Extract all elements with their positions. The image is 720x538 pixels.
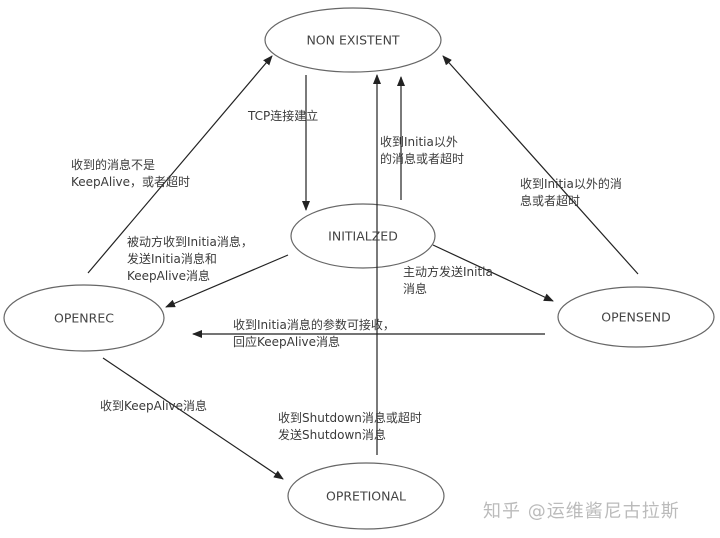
- label-opensend-to-none: 收到Initia以外的消 息或者超时: [520, 177, 622, 208]
- label-openrec-to-opretional: 收到KeepAlive消息: [100, 399, 208, 413]
- state-initialized: INITIALZED: [328, 228, 398, 244]
- label-openrec-to-none: 收到的消息不是 KeepAlive，或者超时: [71, 158, 191, 189]
- arrow-init-to-opensend: [432, 244, 554, 302]
- state-opretional-shape: [287, 462, 445, 530]
- state-openrec-shape: [3, 284, 165, 352]
- state-opensend-shape: [557, 286, 715, 348]
- state-opensend: OPENSEND: [601, 309, 671, 325]
- arrow-opensend-to-none: [442, 55, 639, 275]
- state-non-existent: NON EXISTENT: [306, 32, 400, 48]
- label-init-to-none: 收到Initia以外 的消息或者超时: [380, 135, 465, 166]
- label-tcp: TCP连接建立: [248, 109, 319, 123]
- label-init-to-opensend: 主动方发送Initia 消息: [403, 265, 493, 296]
- state-opretional: OPRETIONAL: [326, 488, 406, 504]
- arrow-init-to-openrec: [165, 254, 289, 308]
- label-init-to-openrec: 被动方收到Initia消息， 发送Initia消息和 KeepAlive消息: [127, 235, 253, 283]
- label-shutdown: 收到Shutdown消息或超时 发送Shutdown消息: [278, 411, 422, 442]
- state-openrec: OPENREC: [54, 310, 114, 326]
- label-opensend-to-openrec: 收到Initia消息的参数可接收， 回应KeepAlive消息: [233, 318, 395, 349]
- arrow-openrec-to-none: [87, 55, 273, 274]
- arrow-openrec-to-opretional: [102, 357, 284, 480]
- state-initialized-shape: [290, 203, 436, 269]
- state-non-existent-shape: [264, 7, 442, 73]
- watermark: 知乎 @运维酱尼古拉斯: [483, 501, 680, 522]
